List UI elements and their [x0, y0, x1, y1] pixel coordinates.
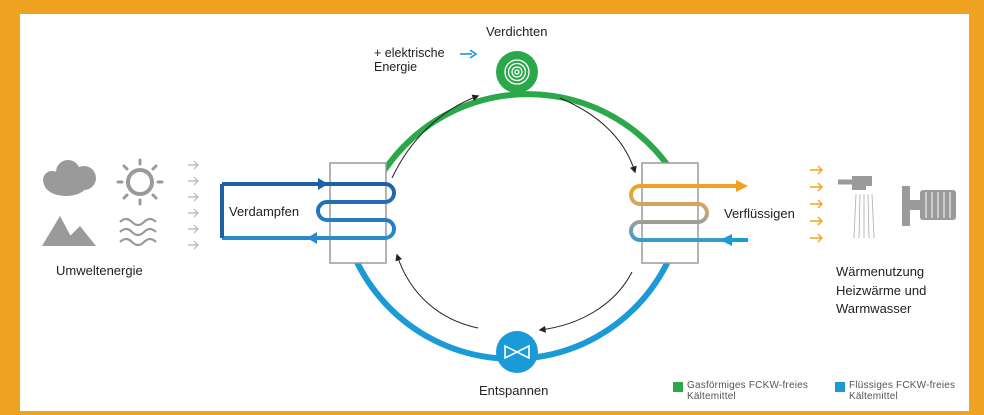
condenser-coil	[629, 184, 738, 242]
shower-icon	[838, 176, 875, 239]
expansion-valve-icon	[504, 344, 530, 360]
legend-gas-line1: Gasförmiges FCKW-freies	[687, 380, 809, 391]
legend-liquid-line2: Kältemittel	[849, 391, 898, 402]
legend-swatch-liquid	[835, 382, 845, 392]
legend-liquid: Flüssiges FCKW-freies Kältemittel	[849, 380, 955, 402]
legend-swatch-gas	[673, 382, 683, 392]
electric-energy-label: + elektrische	[374, 46, 445, 60]
legend-gas: Gasförmiges FCKW-freies Kältemittel	[687, 380, 808, 402]
gas-pipe	[352, 91, 688, 259]
evaporator	[220, 162, 396, 264]
flow-arrow-right	[559, 97, 637, 174]
evaporator-inlet-arrowhead	[318, 178, 328, 190]
mountain-icon	[42, 216, 96, 246]
heat-use-label-3: Warmwasser	[836, 301, 912, 316]
refrigerant-cycle	[352, 91, 688, 362]
flow-arrow-left	[395, 253, 479, 329]
condenser	[629, 162, 748, 264]
condenser-frame	[641, 162, 699, 264]
cloud-icon	[43, 160, 96, 196]
spiral-icon	[504, 59, 530, 85]
expand-label: Entspannen	[479, 383, 549, 398]
electric-energy-label-2: Energie	[374, 60, 418, 74]
condenser-inlet-arrowhead	[720, 234, 732, 246]
condenser-outlet-arrowhead	[736, 180, 748, 192]
compressor-circle	[496, 51, 538, 93]
ambient-input-arrows	[188, 160, 199, 250]
heat-output-arrows	[810, 165, 823, 243]
flow-arrows	[391, 94, 637, 333]
ambient-icons	[42, 158, 164, 247]
evaporator-outlet-arrowhead	[307, 232, 317, 244]
compress-label: Verdichten	[486, 24, 548, 39]
electric-energy-arrow	[460, 49, 478, 59]
radiator-icon	[902, 186, 956, 226]
evaporator-coil	[222, 182, 396, 240]
flow-arrow-up	[391, 94, 480, 179]
legend-gas-line2: Kältemittel	[687, 391, 736, 402]
condense-label: Verflüssigen	[724, 206, 795, 221]
heat-use-label-2: Heizwärme und	[836, 283, 927, 298]
evaporate-label: Verdampfen	[229, 204, 300, 219]
heat-use-label: Wärmenutzung	[836, 264, 925, 279]
waves-icon	[119, 217, 157, 247]
expansion-valve	[496, 331, 538, 373]
legend-liquid-line1: Flüssiges FCKW-freies	[849, 380, 956, 391]
flow-arrow-down	[538, 271, 633, 333]
diagram-panel	[20, 14, 969, 411]
compressor	[496, 51, 538, 93]
sun-icon	[116, 158, 164, 206]
evaporator-frame	[329, 162, 387, 264]
ambient-energy-label: Umweltenergie	[56, 263, 143, 278]
